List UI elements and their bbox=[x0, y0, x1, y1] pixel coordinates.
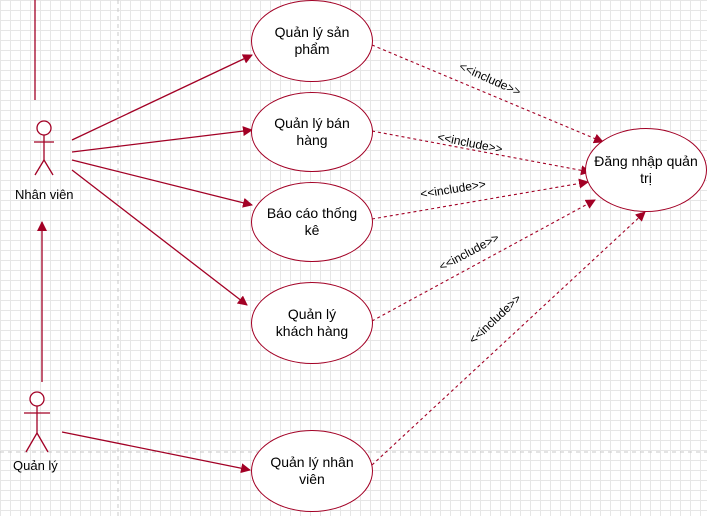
usecase-bao-cao-thong-ke[interactable]: Báo cáo thống kê bbox=[251, 182, 373, 262]
include-bao-cao bbox=[371, 178, 589, 220]
assoc-nhan-vien-san-pham bbox=[71, 54, 253, 141]
usecase-quan-ly-ban-hang[interactable]: Quản lý bán hàng bbox=[251, 92, 373, 172]
usecase-quan-ly-san-pham[interactable]: Quản lý sản phẩm bbox=[251, 0, 373, 82]
usecase-label: Quản lý bán hàng bbox=[274, 114, 350, 149]
usecase-label: Báo cáo thống kê bbox=[266, 204, 358, 239]
usecase-quan-ly-khach-hang[interactable]: Quản lý khách hàng bbox=[251, 282, 373, 364]
actor-quan-ly-label: Quản lý bbox=[13, 458, 58, 473]
assoc-nhan-vien-khach-hang bbox=[71, 169, 248, 306]
include-san-pham bbox=[371, 44, 604, 144]
include-nhan-vien bbox=[371, 211, 646, 466]
include-ban-hang bbox=[371, 130, 591, 176]
usecase-label: Quản lý khách hàng bbox=[275, 305, 349, 340]
assoc-quan-ly-nhan-vien bbox=[61, 431, 251, 474]
actor-quan-ly-figure[interactable] bbox=[24, 391, 50, 453]
actor-nhan-vien-figure[interactable] bbox=[34, 120, 54, 176]
assoc-nhan-vien-ban-hang bbox=[71, 126, 253, 153]
usecase-label: Quản lý sản phẩm bbox=[274, 23, 350, 58]
usecase-label: Quản lý nhân viên bbox=[270, 453, 354, 488]
actor-nhan-vien-label: Nhân viên bbox=[15, 187, 74, 202]
include-khach-hang bbox=[371, 199, 596, 322]
assoc-nhan-vien-bao-cao bbox=[71, 159, 253, 208]
usecase-dang-nhap-quan-tri[interactable]: Đăng nhập quản trị bbox=[585, 128, 707, 212]
usecase-label: Đăng nhập quản trị bbox=[594, 152, 698, 187]
usecase-quan-ly-nhan-vien[interactable]: Quản lý nhân viên bbox=[251, 430, 373, 512]
